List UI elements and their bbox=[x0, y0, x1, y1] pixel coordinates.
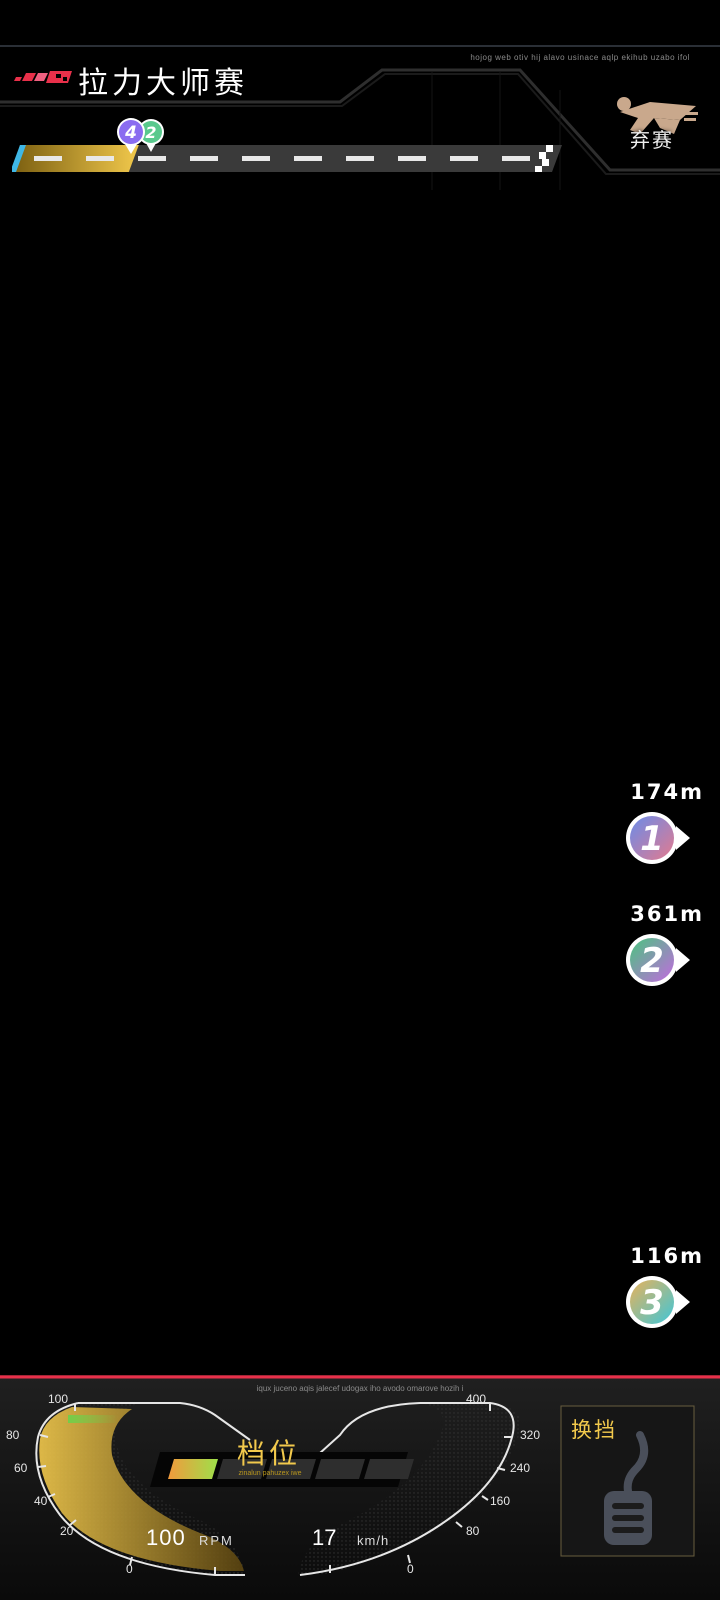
opponent-indicator-2: 361m 2 bbox=[620, 902, 720, 992]
track-dash bbox=[502, 156, 530, 161]
speed-value: 17 bbox=[312, 1525, 337, 1550]
gear-segment-inactive bbox=[266, 1459, 316, 1479]
opponent-2-rank: 2 bbox=[640, 941, 664, 981]
running-person-icon bbox=[617, 97, 698, 134]
rpm-tick-label: 40 bbox=[34, 1494, 48, 1508]
speed-tick-mark bbox=[481, 1495, 489, 1501]
rpm-tick-mark bbox=[47, 1493, 56, 1498]
dashboard-frame bbox=[0, 1375, 720, 1600]
marker-rank-2: 2 bbox=[138, 119, 164, 152]
speed-tick-marks bbox=[329, 1403, 512, 1573]
rpm-gauge-fill bbox=[39, 1407, 244, 1571]
rpm-tick-label: 20 bbox=[60, 1524, 74, 1538]
race-progress-track bbox=[12, 145, 562, 172]
top-hud: 拉力大师赛 hojog web otiv hij alavo usinace a… bbox=[0, 0, 720, 200]
opponent-3-rank: 3 bbox=[640, 1283, 664, 1323]
rpm-tick-label: 60 bbox=[14, 1461, 28, 1475]
opponent-1-rank: 1 bbox=[640, 819, 664, 859]
rpm-tick-label: 100 bbox=[48, 1392, 69, 1406]
speed-tick-mark bbox=[455, 1521, 463, 1528]
rpm-tick-mark bbox=[69, 1519, 77, 1526]
speed-tick-label: 80 bbox=[466, 1524, 480, 1538]
track-dash bbox=[346, 156, 374, 161]
gear-subtitle: zinalun pahuzex iwe bbox=[238, 1470, 302, 1477]
dashboard-fine-print: iqux juceno aqis jalecef udogax iho avod… bbox=[256, 1384, 464, 1393]
marker-rank-2-label: 2 bbox=[145, 123, 156, 142]
gear-title: 档位 bbox=[237, 1437, 302, 1470]
opponent-indicator-1: 174m 1 bbox=[620, 780, 720, 870]
rpm-tick-marks bbox=[37, 1403, 216, 1575]
speed-tick-label: 160 bbox=[490, 1494, 511, 1508]
track-dash bbox=[138, 156, 166, 161]
rpm-tick-mark bbox=[37, 1465, 47, 1468]
speed-tick-label: 0 bbox=[407, 1562, 414, 1576]
race-position-markers: 2 4 bbox=[117, 118, 164, 154]
rpm-tick-mark bbox=[129, 1556, 133, 1566]
top-fine-print: hojog web otiv hij alavo usinace aqlp ek… bbox=[470, 53, 690, 62]
track-lane-dashes bbox=[34, 156, 530, 161]
rpm-tick-label: 80 bbox=[6, 1428, 20, 1442]
finish-line-checker bbox=[535, 145, 553, 172]
opponent-3-rank-badge: 3 bbox=[626, 1276, 690, 1328]
dashboard-panel bbox=[0, 1375, 720, 1600]
checkered-flag-logo-icon bbox=[14, 71, 72, 83]
rpm-value: 100 bbox=[146, 1525, 186, 1550]
top-hud-frame bbox=[0, 45, 720, 190]
speed-unit: km/h bbox=[357, 1533, 390, 1548]
opponent-2-rank-badge: 2 bbox=[626, 934, 690, 986]
opponent-2-distance: 361m bbox=[630, 902, 704, 926]
gear-segment-inactive bbox=[315, 1459, 365, 1479]
track-dash bbox=[242, 156, 270, 161]
opponent-1-distance: 174m bbox=[630, 780, 704, 804]
shift-gear-label: 换挡 bbox=[571, 1418, 617, 1442]
gear-level-bar bbox=[168, 1459, 414, 1479]
gear-segment-inactive bbox=[364, 1459, 414, 1479]
track-dash bbox=[450, 156, 478, 161]
marker-rank-4-label: 4 bbox=[124, 123, 137, 143]
track-dash bbox=[398, 156, 426, 161]
rpm-tick-label: 0 bbox=[126, 1562, 133, 1576]
speed-tick-mark bbox=[407, 1554, 411, 1564]
gear-segment-active bbox=[168, 1459, 218, 1479]
rpm-tick-mark bbox=[39, 1434, 49, 1438]
opponent-indicator-3: 116m 3 bbox=[620, 1244, 720, 1334]
opponent-3-distance: 116m bbox=[630, 1244, 704, 1268]
race-title: 拉力大师赛 bbox=[78, 66, 248, 101]
gear-segment-inactive bbox=[217, 1459, 267, 1479]
track-dash bbox=[86, 156, 114, 161]
rpm-unit: RPM bbox=[199, 1533, 234, 1548]
speed-tick-label: 400 bbox=[466, 1392, 487, 1406]
marker-rank-4: 4 bbox=[117, 118, 145, 154]
quit-race-button[interactable] bbox=[610, 94, 710, 154]
speed-tick-label: 320 bbox=[520, 1428, 541, 1442]
track-dash bbox=[190, 156, 218, 161]
gear-shift-stick-icon bbox=[604, 1431, 652, 1545]
speed-tick-label: 240 bbox=[510, 1461, 531, 1475]
race-progress-fill bbox=[12, 145, 139, 172]
quit-race-label: 弃赛 bbox=[630, 128, 674, 152]
track-dash bbox=[294, 156, 322, 161]
track-dash bbox=[34, 156, 62, 161]
speed-tick-mark bbox=[496, 1467, 506, 1471]
opponent-1-rank-badge: 1 bbox=[626, 812, 690, 864]
